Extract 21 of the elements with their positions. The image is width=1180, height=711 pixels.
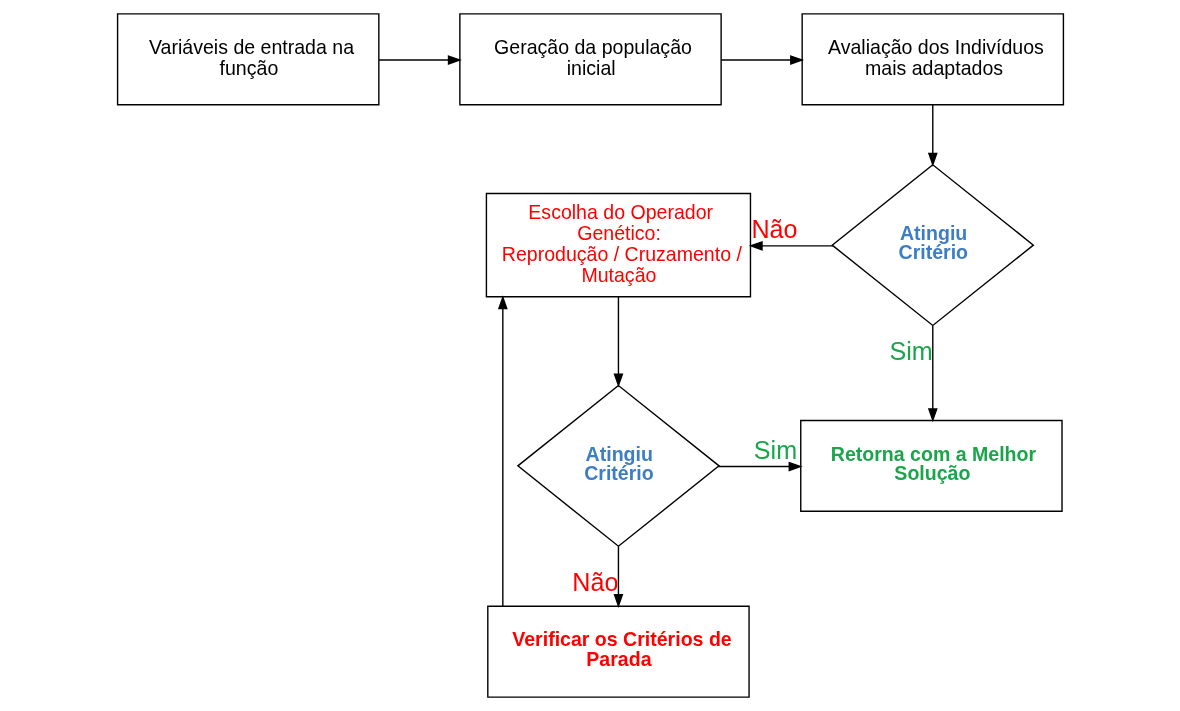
edge-label: Não	[571, 567, 618, 596]
arrow	[748, 240, 834, 251]
node-box: Geração da população inicial	[458, 13, 722, 106]
edge-label: Sim	[888, 336, 933, 365]
edge-label: Sim	[753, 435, 797, 464]
arrow	[613, 296, 623, 388]
arrow	[927, 104, 938, 167]
arrow	[927, 325, 938, 423]
node-diamond: Atingiu Critério	[516, 384, 720, 548]
node-box: Avaliação dos Indivíduos mais adaptados	[800, 13, 1064, 106]
node-box: Retorna com a Melhor Solução	[799, 419, 1063, 512]
arrow	[497, 295, 508, 607]
arrow	[717, 461, 803, 472]
arrow	[377, 55, 462, 65]
node-box: Variáveis de entrada na função	[116, 13, 380, 106]
edge-label: Não	[750, 215, 798, 244]
node-diamond: Atingiu Critério	[830, 163, 1034, 327]
arrow	[720, 55, 804, 65]
arrow	[613, 545, 623, 609]
node-box: Escolha do Operador Genético: Reprodução / Cruzamento / Mutação	[485, 192, 751, 298]
node-box: Verificar os Critérios de Parada	[486, 605, 750, 698]
